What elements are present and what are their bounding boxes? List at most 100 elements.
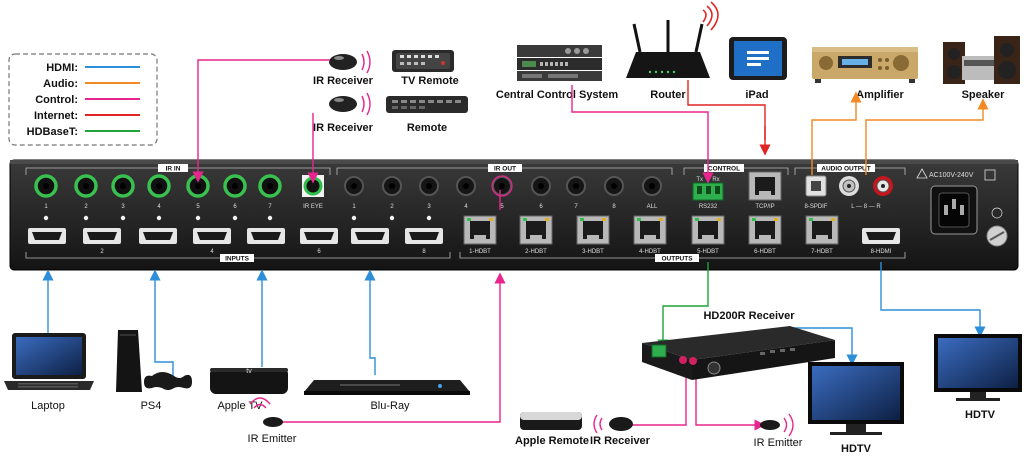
ir-emitter-bottom-icon: [249, 397, 283, 427]
control-line-ir-in-5: [192, 59, 330, 183]
ir-in-jack-7[interactable]: 7: [258, 174, 282, 221]
hdtv-right-label: HDTV: [965, 409, 996, 421]
ir-receiver-bottom-label: IR Receiver: [590, 435, 651, 447]
hdbt-output-port-7[interactable]: 7-HDBT: [805, 215, 839, 255]
tcpip-port[interactable]: TCP/IP: [748, 171, 782, 210]
control-line-receiver-ir-in: [632, 362, 692, 426]
hdbt-output-port-3[interactable]: 3-HDBT: [576, 215, 610, 255]
ir-emitter-bottom-label: IR Emitter: [248, 433, 297, 445]
hdmi-input-port-7[interactable]: [351, 228, 389, 244]
hd200r-receiver-icon: [642, 326, 835, 380]
hdbt-output-label-3: 3-HDBT: [582, 249, 604, 255]
hdbt-output-label-4: 4-HDBT: [639, 249, 661, 255]
ir-out-section-label: IR OUT: [494, 166, 516, 173]
ir-in-jack-3[interactable]: 3: [111, 174, 135, 221]
ir-out-label-1: 1: [352, 204, 356, 210]
ir-receiver-second-label: IR Receiver: [313, 122, 374, 134]
hdmi-input-label-4: 4: [210, 249, 214, 255]
hdmi-output-label: 8-HDMI: [871, 249, 892, 255]
speaker-icon: [943, 36, 1020, 84]
ir-in-label-1: 1: [44, 204, 48, 210]
ps4-label: PS4: [141, 400, 162, 412]
legend-label-hdmi: HDMI:: [46, 62, 78, 74]
ir-emitter-right-label: IR Emitter: [754, 437, 803, 449]
ir-in-label-3: 3: [121, 204, 125, 210]
ir-in-label-6: 6: [233, 204, 237, 210]
tv-remote-label: TV Remote: [401, 75, 458, 87]
hdmi-line-hdtv-right: [880, 262, 986, 338]
rs232-label: RS232: [699, 204, 718, 210]
control-section-label: CONTROL: [708, 166, 740, 173]
hdmi-input-port-6[interactable]: 6: [300, 228, 338, 255]
control-line-ir-out-5: [280, 272, 506, 423]
ir-in-section-label: IR IN: [166, 166, 181, 173]
hdbt-output-port-2[interactable]: 2-HDBT: [519, 215, 553, 255]
hdmi-input-label-6: 6: [317, 249, 321, 255]
speaker-label: Speaker: [962, 89, 1006, 101]
ir-out-jack-2[interactable]: 2: [382, 176, 402, 221]
hdmi-input-port-4[interactable]: 4: [193, 228, 231, 255]
ipad-label: iPad: [745, 89, 768, 101]
ir-receiver-top-label: IR Receiver: [313, 75, 374, 87]
hdmi-input-port-5[interactable]: [247, 228, 285, 244]
ir-out-jack-9[interactable]: ALL: [642, 176, 662, 210]
audio-line-spdif: [811, 91, 862, 175]
legend-label-control: Control:: [35, 94, 78, 106]
control-line-receiver-ir-out: [695, 368, 766, 431]
ir-out-jack-7[interactable]: 7: [566, 176, 586, 210]
ir-out-jack-4[interactable]: 4: [456, 176, 476, 210]
hdtv-bottom-label: HDTV: [841, 443, 872, 455]
inputs-section-label: INPUTS: [225, 256, 250, 263]
hdbt-output-port-1[interactable]: 1-HDBT: [463, 215, 497, 255]
ir-out-label-8: 8: [612, 204, 616, 210]
ir-in-label-7: 7: [268, 204, 272, 210]
apple-tv-icon: tv: [210, 368, 288, 394]
remote-label: Remote: [407, 122, 447, 134]
ir-in-label-2: 2: [84, 204, 88, 210]
ir-out-label-6: 6: [539, 204, 543, 210]
hdmi-input-port-2[interactable]: 2: [83, 228, 121, 255]
ir-out-label-5: 5: [500, 204, 504, 210]
spdif-label: 8-SPDIF: [804, 204, 827, 210]
hdbt-output-label-5: 5-HDBT: [697, 249, 719, 255]
ir-in-jack-1[interactable]: 1: [34, 174, 58, 221]
ir-out-jack-6[interactable]: 6: [531, 176, 551, 210]
hdmi-input-port-8[interactable]: 8: [405, 228, 443, 255]
ir-in-jack-4[interactable]: 4: [147, 174, 171, 221]
hdmi-input-port-3[interactable]: [139, 228, 177, 244]
ir-out-label-9: ALL: [647, 204, 658, 210]
hdmi-input-label-2: 2: [100, 249, 104, 255]
rca-right-jack[interactable]: [873, 176, 893, 196]
legend-label-internet: Internet:: [34, 110, 78, 122]
ir-out-jack-1[interactable]: 1: [344, 176, 364, 221]
receiver-title: HD200R Receiver: [703, 310, 795, 322]
ir-in-jack-2[interactable]: 2: [74, 174, 98, 221]
tcpip-label: TCP/IP: [755, 204, 774, 210]
power-section: AC100V-240V: [916, 168, 996, 235]
hdmi-input-port-1[interactable]: [28, 228, 66, 244]
audio-line-rca: [865, 98, 989, 175]
legend-label-hdbaset: HDBaseT:: [27, 126, 78, 138]
ir-out-label-7: 7: [574, 204, 578, 210]
ir-out-jack-5[interactable]: 5: [492, 176, 512, 210]
hdbaset-line-receiver: [657, 262, 709, 351]
ir-in-jack-6[interactable]: 6: [223, 174, 247, 221]
spdif-port[interactable]: 8-SPDIF: [804, 175, 828, 210]
ir-in-jack-8[interactable]: IR EYE: [302, 175, 324, 210]
hdbt-output-label-7: 7-HDBT: [811, 249, 833, 255]
remote-icon: [386, 96, 468, 113]
hdmi-output-port[interactable]: 8-HDMI: [862, 228, 900, 255]
hdtv-receiver-icon: [808, 362, 904, 435]
hdbt-output-port-5[interactable]: 5-HDBT: [691, 215, 725, 255]
hdbt-output-label-2: 2-HDBT: [525, 249, 547, 255]
ground-screw-icon: [986, 207, 1008, 247]
hdbt-output-label-1: 1-HDBT: [469, 249, 491, 255]
rca-left-jack[interactable]: [839, 176, 859, 196]
matrix-switcher-panel: IR IN IR OUT CONTROL AUDIO OUTPUT INPUTS…: [9, 159, 1019, 271]
ir-out-jack-3[interactable]: 3: [419, 176, 439, 221]
ir-out-jack-8[interactable]: 8: [604, 176, 624, 210]
hdbt-output-port-6[interactable]: 6-HDBT: [748, 215, 782, 255]
hdbt-output-port-4[interactable]: 4-HDBT: [633, 215, 667, 255]
ipad-icon: [729, 37, 787, 80]
